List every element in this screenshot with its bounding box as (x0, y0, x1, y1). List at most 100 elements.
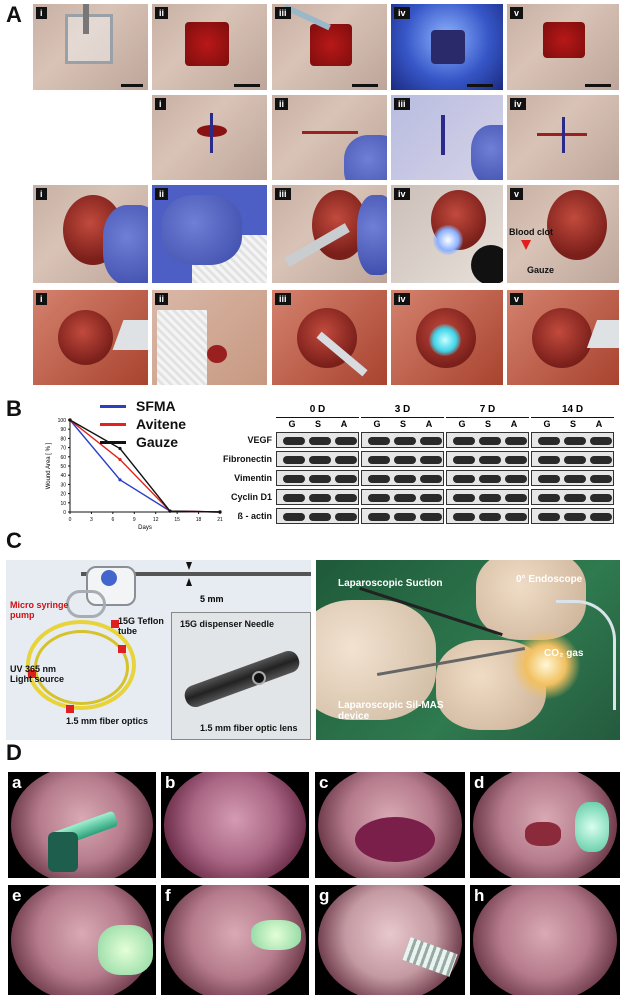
blot-band (453, 513, 475, 521)
photo-a-row3-v: Blood clot Gauze v (507, 185, 619, 283)
surgery-photo: Laparoscopic Suction 0° Endoscope CO₂ ga… (316, 560, 620, 740)
photo-a-row2-i: i (152, 95, 267, 180)
blot-band (590, 437, 612, 445)
photo-a-row4-iv: iv (391, 290, 503, 385)
y-tick-label: 40 (60, 473, 66, 479)
needle-inset: 15G dispenser Needle 1.5 mm fiber optic … (171, 612, 311, 740)
blot-band (590, 456, 612, 464)
y-tick-label: 30 (60, 482, 66, 488)
x-tick-label: 18 (196, 517, 202, 523)
x-tick-label: 15 (174, 517, 180, 523)
blood-clot-label: Blood clot (509, 227, 553, 237)
blot-band (453, 437, 475, 445)
blot-band (453, 494, 475, 502)
data-point-avitene (118, 457, 122, 462)
x-tick-label: 3 (90, 517, 93, 523)
blot-band (479, 456, 501, 464)
blot-band (335, 456, 357, 464)
blot-band (394, 456, 416, 464)
blot-band (394, 513, 416, 521)
x-tick-label: 0 (69, 517, 72, 523)
y-tick-label: 90 (60, 427, 66, 433)
x-axis-label: Days (138, 525, 152, 531)
blot-band (479, 475, 501, 483)
teflon-tube-label: 15G Teflon tube (118, 616, 164, 636)
blot-band (564, 494, 586, 502)
blot-band (309, 494, 331, 502)
blot-band (564, 437, 586, 445)
blot-band (309, 437, 331, 445)
legend-item-sfma: SFMA (100, 398, 176, 414)
blot-band (420, 494, 442, 502)
x-tick-label: 12 (153, 517, 159, 523)
endo-photo-a: a (8, 772, 156, 878)
blot-timepoint-1: 3 D (394, 404, 411, 415)
photo-a-row2-iv: iv (507, 95, 619, 180)
blot-lane-label: A (340, 419, 348, 429)
micro-syringe-label: Micro syringe pump (10, 600, 69, 620)
data-point-gauze (68, 418, 72, 422)
blot-lane-label: G (373, 419, 381, 429)
blot-box (531, 489, 614, 505)
blot-band (538, 513, 560, 521)
suction-label: Laparoscopic Suction (338, 578, 443, 589)
blot-band (479, 513, 501, 521)
endo-photo-g: g (315, 885, 465, 995)
blot-box (446, 451, 529, 467)
blot-box (531, 432, 614, 448)
photo-a-row4-ii: ii (152, 290, 267, 385)
photo-a-row3-iv: iv (391, 185, 503, 283)
red-arrow-icon (521, 240, 531, 250)
blot-band (368, 437, 390, 445)
blot-box (276, 508, 359, 524)
blot-band (335, 475, 357, 483)
blot-band (505, 437, 527, 445)
blot-band (394, 437, 416, 445)
blot-band (453, 475, 475, 483)
blot-band (368, 475, 390, 483)
blot-band (590, 475, 612, 483)
legend-item-gauze: Gauze (100, 434, 178, 450)
x-tick-label: 6 (111, 517, 114, 523)
blot-band (335, 494, 357, 502)
blot-timepoint-3: 14 D (561, 404, 584, 415)
photo-a-row2-ii: ii (272, 95, 387, 180)
uv-light-label: UV 365 nm Light source (10, 664, 65, 684)
y-tick-label: 70 (60, 446, 66, 452)
blot-protein-label: Fibronectin (223, 454, 272, 464)
arrow-up-icon (186, 578, 192, 586)
blot-band (505, 475, 527, 483)
endo-photo-b: b (161, 772, 309, 878)
blot-lane-label: S (399, 419, 406, 429)
photo-a-row1-iv: iv (391, 4, 503, 90)
blot-band (309, 456, 331, 464)
sil-mas-device-label: Laparoscopic Sil-MAS device (338, 700, 444, 722)
blot-box (361, 470, 444, 486)
blot-band (368, 494, 390, 502)
endo-photo-e: e (8, 885, 156, 995)
y-axis-label: Wound Area [ % ] (46, 442, 52, 489)
blot-lane-label: G (543, 419, 551, 429)
endo-photo-d: d (470, 772, 620, 878)
blot-timepoint-line (276, 417, 359, 418)
blot-band (368, 513, 390, 521)
scale-bar (121, 84, 143, 87)
photo-a-row1-v: v (507, 4, 619, 90)
legend-label: SFMA (136, 398, 176, 414)
blot-box (531, 508, 614, 524)
photo-a-row3-iii: iii (272, 185, 387, 283)
series-line-gauze (69, 419, 221, 513)
photo-a-row1-ii: ii (152, 4, 267, 90)
blot-lane-label: A (510, 419, 518, 429)
blot-band (564, 456, 586, 464)
blot-timepoint-0: 0 D (309, 404, 326, 415)
blot-band (505, 513, 527, 521)
blot-lane-label: S (569, 419, 576, 429)
endoscope-label: 0° Endoscope (516, 574, 583, 585)
legend-label: Avitene (136, 416, 187, 432)
endo-photo-c: c (315, 772, 465, 878)
blot-protein-label: VEGF (247, 435, 272, 445)
